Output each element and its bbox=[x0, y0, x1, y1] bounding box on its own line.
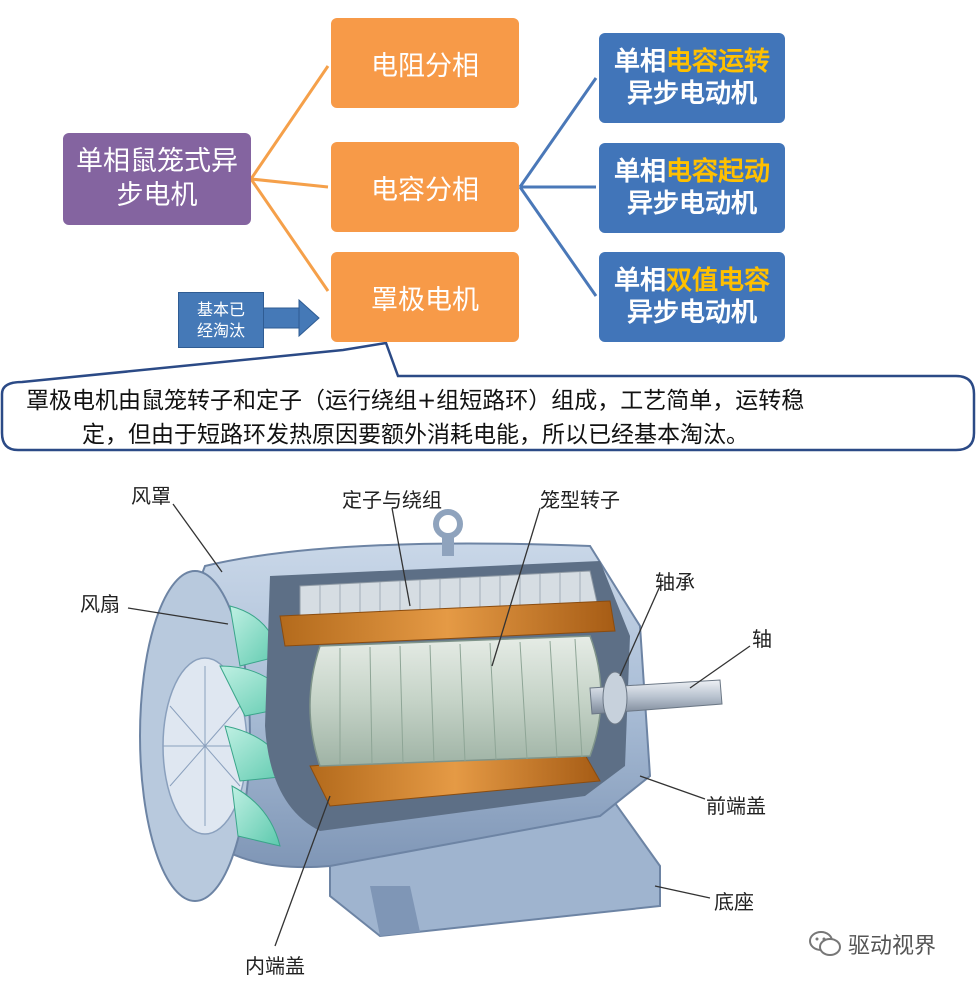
label-fan: 风扇 bbox=[80, 592, 120, 616]
callout-bubble bbox=[0, 341, 976, 452]
capacitor-connectors bbox=[518, 77, 598, 297]
dual-capacitor-motor: 单相双值电容 异步电动机 bbox=[599, 252, 785, 342]
cap-line2: 异步电动机 bbox=[626, 79, 757, 109]
tag-line-2: 经淘汰 bbox=[196, 321, 245, 340]
root-connectors bbox=[249, 65, 330, 292]
cap-prefix: 单相 bbox=[613, 266, 666, 296]
winding-top bbox=[279, 600, 616, 647]
branch-label: 电容分相 bbox=[371, 174, 479, 206]
watermark-text: 驱动视界 bbox=[848, 934, 937, 959]
obsolete-tag: 基本已 经淘汰 bbox=[178, 292, 264, 348]
root-line-1: 单相鼠笼式异 bbox=[76, 146, 238, 177]
motor-cutaway-drawing bbox=[127, 503, 751, 947]
root-line-2: 步电机 bbox=[116, 180, 198, 211]
branch-label: 罩极电机 bbox=[371, 284, 479, 316]
lifting-eye bbox=[433, 509, 463, 556]
bearing bbox=[602, 671, 628, 725]
watermark: 驱动视界 bbox=[808, 928, 936, 960]
rotor-bars bbox=[339, 638, 583, 765]
tag-arrow bbox=[261, 298, 320, 338]
cap-prefix: 单相 bbox=[613, 47, 666, 77]
label-inner-cover: 内端盖 bbox=[245, 954, 305, 978]
label-base: 底座 bbox=[714, 890, 754, 914]
branch-shaded-pole: 罩极电机 bbox=[331, 252, 519, 342]
tag-line-1: 基本已 bbox=[196, 300, 245, 319]
cap-line2: 异步电动机 bbox=[626, 189, 757, 219]
label-bearing: 轴承 bbox=[655, 570, 695, 594]
label-front-cover: 前端盖 bbox=[706, 794, 766, 818]
connector-lines bbox=[0, 65, 976, 452]
label-fan-cover: 风罩 bbox=[131, 484, 171, 508]
label-shaft: 轴 bbox=[752, 627, 772, 651]
wechat-icon bbox=[809, 931, 841, 956]
cap-highlight: 电容起动 bbox=[666, 157, 771, 187]
cap-line2: 异步电动机 bbox=[626, 298, 757, 328]
cap-highlight: 双值电容 bbox=[666, 266, 771, 296]
cap-prefix: 单相 bbox=[613, 157, 666, 187]
fan-blades bbox=[219, 605, 296, 847]
capacitor-start-motor: 单相电容起动 异步电动机 bbox=[599, 143, 785, 233]
label-rotor: 笼型转子 bbox=[540, 488, 620, 512]
callout-line-2: 定，但由于短路环发热原因要额外消耗电能，所以已经基本淘汰。 bbox=[82, 422, 749, 448]
branch-label: 电阻分相 bbox=[371, 50, 479, 82]
branch-resistance-split: 电阻分相 bbox=[331, 18, 519, 108]
leader-lines bbox=[127, 503, 751, 947]
callout-line-1: 罩极电机由鼠笼转子和定子（运行绕组+组短路环）组成，工艺简单，运转稳 bbox=[26, 388, 805, 414]
capacitor-run-motor: 单相电容运转 异步电动机 bbox=[599, 33, 785, 123]
motor-illustration: 风罩 风扇 定子与绕组 笼型转子 轴承 轴 前端盖 底座 内端盖 bbox=[0, 466, 978, 985]
branch-capacitor-split: 电容分相 bbox=[331, 142, 519, 232]
cap-highlight: 电容运转 bbox=[666, 47, 771, 77]
rotor bbox=[309, 635, 602, 767]
callout-text: 罩极电机由鼠笼转子和定子（运行绕组+组短路环）组成，工艺简单，运转稳 定，但由于… bbox=[10, 384, 970, 452]
label-stator: 定子与绕组 bbox=[342, 488, 442, 512]
root-node: 单相鼠笼式异 步电机 bbox=[63, 133, 251, 225]
base-foot bbox=[370, 886, 420, 936]
